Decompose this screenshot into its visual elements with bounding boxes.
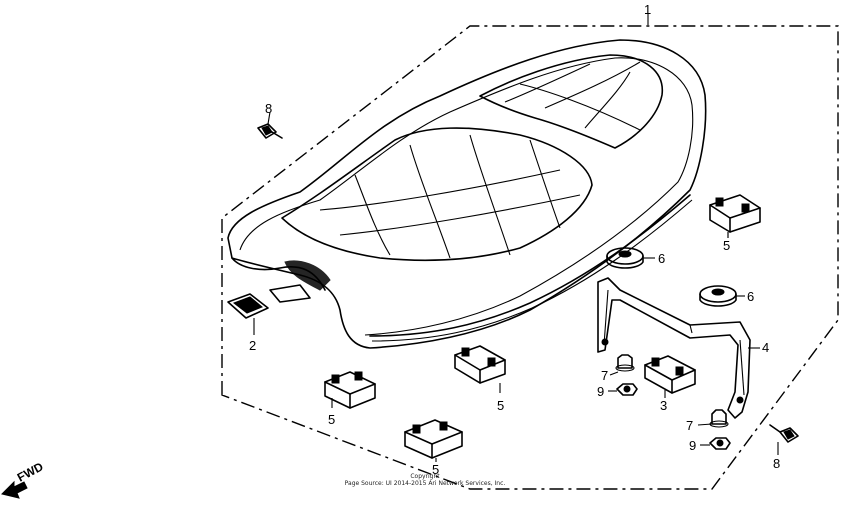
callout-8-upper: 8 — [265, 101, 272, 116]
part-5-cushion-center — [454, 345, 506, 393]
part-6-grommet-lower — [699, 285, 745, 307]
callout-6-lower: 6 — [747, 289, 754, 304]
callout-3: 3 — [660, 398, 667, 413]
seat-assembly — [227, 39, 707, 349]
part-7-collar-right — [697, 409, 729, 428]
part-8-bolt-upper — [257, 111, 283, 139]
callout-5-top-right: 5 — [723, 238, 730, 253]
callout-2: 2 — [249, 338, 256, 353]
part-3-cushion — [644, 355, 696, 398]
assembly-boundary — [221, 25, 839, 490]
part-5-cushion-top-right — [709, 194, 761, 238]
part-5-cushion-left — [324, 371, 376, 409]
part-4-seat-bracket — [597, 277, 760, 419]
part-5-cushion-bottom — [404, 419, 463, 462]
callout-5-left: 5 — [328, 412, 335, 427]
part-2-seat-hook — [227, 293, 269, 335]
callout-5-center: 5 — [497, 398, 504, 413]
part-9-nut-left — [608, 383, 638, 396]
callout-7-right: 7 — [686, 418, 693, 433]
fwd-arrow-icon — [1, 480, 28, 499]
callout-4: 4 — [762, 340, 769, 355]
callout-7-left: 7 — [601, 368, 608, 383]
callout-5-bottom: 5 — [432, 462, 439, 477]
copyright-line-2: Page Source: UI 2014-2015 Ari Network Se… — [344, 480, 506, 487]
part-7-collar-left — [609, 354, 635, 376]
copyright-notice: Copyright Page Source: UI 2014-2015 Ari … — [0, 473, 850, 487]
callout-8-lower: 8 — [773, 456, 780, 471]
callout-6-upper: 6 — [658, 251, 665, 266]
part-6-grommet-upper — [606, 247, 655, 269]
callout-9-left: 9 — [597, 384, 604, 399]
copyright-line-1: Copyright — [410, 473, 440, 480]
part-8-bolt-lower — [769, 424, 799, 455]
callout-9-right: 9 — [689, 438, 696, 453]
part-9-nut-right — [700, 437, 731, 450]
callout-1: 1 — [644, 2, 651, 17]
